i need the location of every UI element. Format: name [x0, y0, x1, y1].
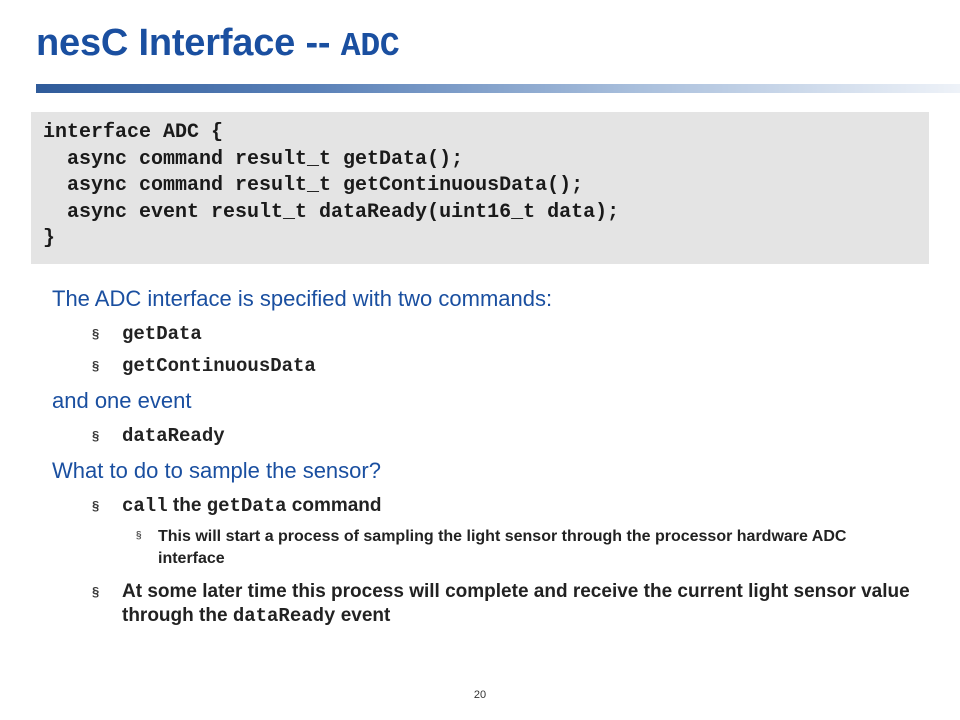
square-bullet-icon: § — [92, 498, 100, 513]
square-bullet-icon: § — [92, 584, 100, 599]
page-number: 20 — [473, 689, 487, 701]
code-block: interface ADC { async command result_t g… — [31, 112, 929, 264]
square-bullet-icon: § — [92, 326, 100, 341]
later-event: dataReady — [232, 605, 336, 627]
bullet-getcontinuousdata: § getContinuousData — [52, 354, 932, 378]
bullet-text: getContinuousData — [122, 355, 316, 377]
call-function: getData — [206, 495, 287, 517]
call-the: the — [167, 495, 207, 516]
bullet-text: At some later time this process will com… — [122, 580, 912, 628]
bullet-text: dataReady — [122, 425, 225, 447]
bullet-text: getData — [122, 323, 202, 345]
sub-bullet-text: This will start a process of sampling th… — [158, 528, 847, 567]
commands-intro: The ADC interface is specified with two … — [52, 286, 553, 311]
later-text-b: event — [335, 605, 391, 626]
sub-bullet-sampling: § This will start a process of sampling … — [52, 526, 932, 570]
event-intro: and one event — [52, 388, 192, 413]
bullet-later-complete: § At some later time this process will c… — [52, 580, 932, 628]
bullet-getdata: § getData — [52, 322, 932, 346]
title-underline — [36, 84, 960, 93]
slide-body: The ADC interface is specified with two … — [52, 284, 932, 636]
code-text: interface ADC { async command result_t g… — [43, 121, 620, 250]
call-command: command — [286, 495, 382, 516]
later-text-a: At some later time this process will com… — [122, 581, 910, 626]
bullet-call-getdata: § call the getData command — [52, 494, 932, 518]
bullet-dataready: § dataReady — [52, 424, 932, 448]
title-code: ADC — [340, 28, 400, 65]
square-bullet-icon: § — [136, 530, 142, 541]
sample-question: What to do to sample the sensor? — [52, 458, 381, 483]
title-text: nesC Interface -- — [36, 22, 341, 64]
square-bullet-icon: § — [92, 428, 100, 443]
bullet-text: call the getData command — [122, 494, 932, 518]
call-keyword: call — [122, 495, 168, 517]
square-bullet-icon: § — [92, 358, 100, 373]
slide-title: nesC Interface -- ADC — [36, 22, 400, 65]
